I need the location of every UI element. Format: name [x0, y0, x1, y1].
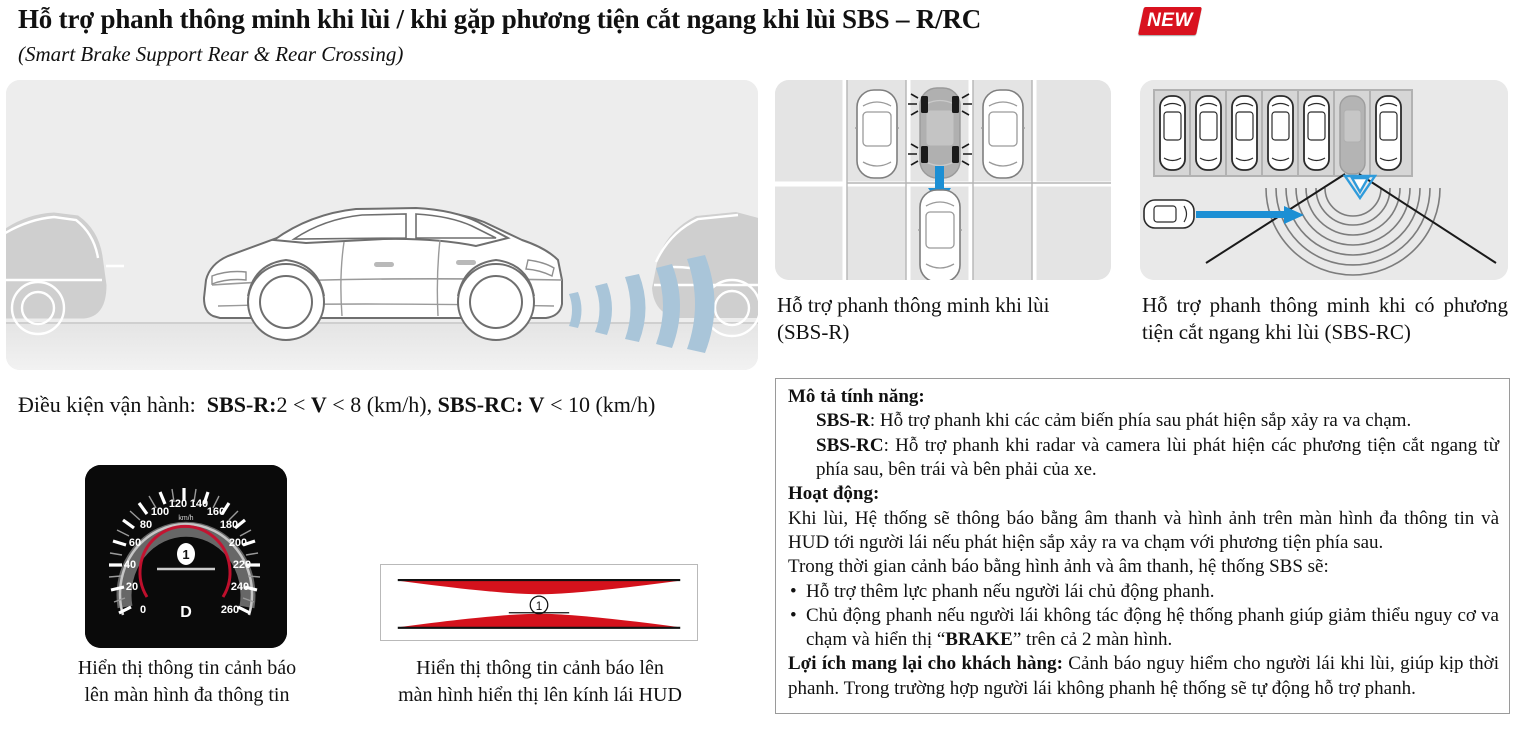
sbsrc-description: SBS-RC: Hỗ trợ phanh khi radar và camera… — [788, 434, 1499, 483]
sbsrc-condition-value: < 10 (km/h) — [544, 392, 656, 417]
bullet-2-post: ” trên cả 2 màn hình. — [1012, 629, 1173, 651]
operation-bullet-2: Chủ động phanh nếu người lái không tác đ… — [788, 604, 1499, 653]
sbsr-condition-post: < 8 (km/h), — [326, 392, 433, 417]
svg-text:40: 40 — [124, 559, 136, 571]
page-header: Hỗ trợ phanh thông minh khi lùi / khi gặ… — [0, 0, 1520, 78]
sbsr-condition-pre: 2 < — [276, 392, 311, 417]
svg-text:60: 60 — [129, 537, 141, 549]
svg-text:20: 20 — [126, 581, 138, 593]
svg-text:100: 100 — [151, 506, 169, 518]
bullet-2-emphasis: BRAKE — [945, 629, 1013, 651]
bullet-2-pre: Chủ động phanh nếu người lái không tác đ… — [806, 604, 1499, 651]
gauge-caption-line2: lên màn hình đa thông tin — [84, 684, 290, 706]
svg-text:120: 120 — [169, 498, 187, 510]
hud-caption-line2: màn hình hiển thị lên kính lái HUD — [398, 684, 682, 706]
sbsr-condition-label: SBS-R: — [206, 392, 277, 417]
hud-callout-number: 1 — [536, 600, 543, 613]
page-title: Hỗ trợ phanh thông minh khi lùi / khi gặ… — [18, 4, 982, 34]
sbsrc-term: SBS-RC — [816, 434, 884, 456]
operation-heading: Hoạt động: — [788, 483, 880, 505]
svg-text:140: 140 — [190, 498, 208, 510]
new-badge-label: NEW — [1147, 10, 1193, 31]
sbsr-condition-var: V — [310, 392, 327, 417]
benefit-heading: Lợi ích mang lại cho khách hàng: — [788, 653, 1063, 675]
sbsrc-description-text: : Hỗ trợ phanh khi radar và camera lùi p… — [816, 434, 1499, 480]
svg-text:160: 160 — [207, 506, 225, 518]
svg-text:240: 240 — [231, 581, 249, 593]
sbsr-description: SBS-R: Hỗ trợ phanh khi các cảm biến phí… — [788, 409, 1499, 433]
gauge-gear-indicator: D — [180, 604, 192, 621]
new-badge: NEW — [1138, 7, 1202, 35]
gauge-caption-line1: Hiển thị thông tin cảnh báo — [77, 657, 297, 679]
gauge-callout-number: 1 — [182, 547, 189, 562]
benefit-paragraph: Lợi ích mang lại cho khách hàng: Cảnh bá… — [788, 652, 1499, 701]
svg-text:0: 0 — [140, 604, 146, 616]
page-subtitle: (Smart Brake Support Rear & Rear Crossin… — [18, 42, 404, 66]
sbsr-term: SBS-R — [816, 410, 870, 432]
svg-text:260: 260 — [221, 604, 239, 616]
rear-brake-support-illustration — [6, 80, 758, 370]
sbsrc-condition-var: V — [528, 392, 545, 417]
sbsrc-crossing-diagram — [1140, 80, 1508, 280]
operation-bullet-1: Hỗ trợ thêm lực phanh nếu người lái chủ … — [788, 580, 1499, 605]
operating-condition: Điều kiện vận hành: SBS-R:2 < V < 8 (km/… — [18, 392, 655, 418]
svg-text:220: 220 — [233, 559, 251, 571]
sbsrc-condition-label: SBS-RC: — [437, 392, 524, 417]
during-warning-text: Trong thời gian cảnh báo bằng hình ảnh v… — [788, 556, 1329, 578]
hud-caption: Hiển thị thông tin cảnh báo lên màn hình… — [370, 655, 710, 709]
sbsr-parking-diagram — [775, 80, 1111, 280]
feature-description-box: Mô tả tính năng: SBS-R: Hỗ trợ phanh khi… — [775, 378, 1510, 714]
feature-description-heading: Mô tả tính năng: — [788, 386, 925, 407]
head-up-display-warning: 1 — [380, 564, 698, 641]
sbsr-description-text: : Hỗ trợ phanh khi các cảm biến phía sau… — [869, 410, 1412, 432]
gauge-unit-label: km/h — [178, 515, 193, 522]
sbsr-caption-line2: (SBS-R) — [777, 320, 850, 345]
benefit-text: Cảnh báo nguy hiểm cho người lái khi lùi… — [788, 653, 1499, 699]
sbsr-caption: Hỗ trợ phanh thông minh khi lùi (SBS-R) — [777, 292, 1113, 347]
multi-information-display-gauge: 1 0 20 40 60 80 100 120 140 160 180 200 … — [85, 465, 287, 648]
gauge-caption: Hiển thị thông tin cảnh báo lên màn hình… — [22, 655, 352, 709]
sbsr-caption-line1: Hỗ trợ phanh thông minh khi lùi — [777, 293, 1050, 317]
svg-text:200: 200 — [229, 537, 247, 549]
operating-condition-label: Điều kiện vận hành: — [18, 392, 196, 417]
sbsrc-caption: Hỗ trợ phanh thông minh khi có phương ti… — [1142, 293, 1508, 345]
svg-text:80: 80 — [140, 519, 152, 531]
operation-text: Khi lùi, Hệ thống sẽ thông báo bằng âm t… — [788, 507, 1499, 553]
svg-text:180: 180 — [220, 519, 238, 531]
hud-caption-line1: Hiển thị thông tin cảnh báo lên — [416, 657, 664, 679]
